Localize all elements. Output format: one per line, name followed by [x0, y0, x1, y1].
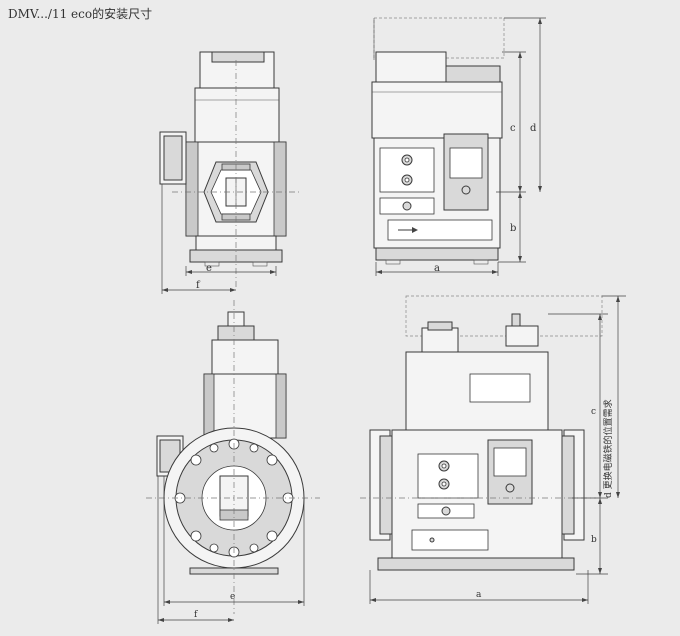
page-title: DMV.../11 eco的安装尺寸: [8, 7, 153, 21]
dim-label-b-small: b: [510, 223, 516, 234]
dim-label-b-large: b: [591, 535, 597, 545]
dim-label-d-small: d: [530, 123, 537, 134]
dim-label-a-large: a: [476, 590, 482, 600]
dim-label-d-note: d 更换电磁铁的位置需求: [602, 399, 614, 498]
dim-label-e: e: [206, 263, 212, 274]
flange-bolt-holes: [174, 438, 294, 558]
dim-label-c-small: c: [510, 123, 516, 134]
dim-label-a: a: [434, 263, 440, 274]
dim-label-f: f: [196, 280, 201, 291]
dim-label-c-large: c: [591, 407, 596, 417]
front-view-large: a b c d 更换电磁铁的位置需求: [360, 295, 626, 604]
side-view-small: e f: [159, 51, 300, 294]
dim-label-e-flange: e: [230, 592, 235, 602]
dim-label-f-flange: f: [194, 610, 198, 620]
front-view-small: a b c d: [371, 17, 546, 276]
flange-view: e f: [146, 300, 320, 624]
